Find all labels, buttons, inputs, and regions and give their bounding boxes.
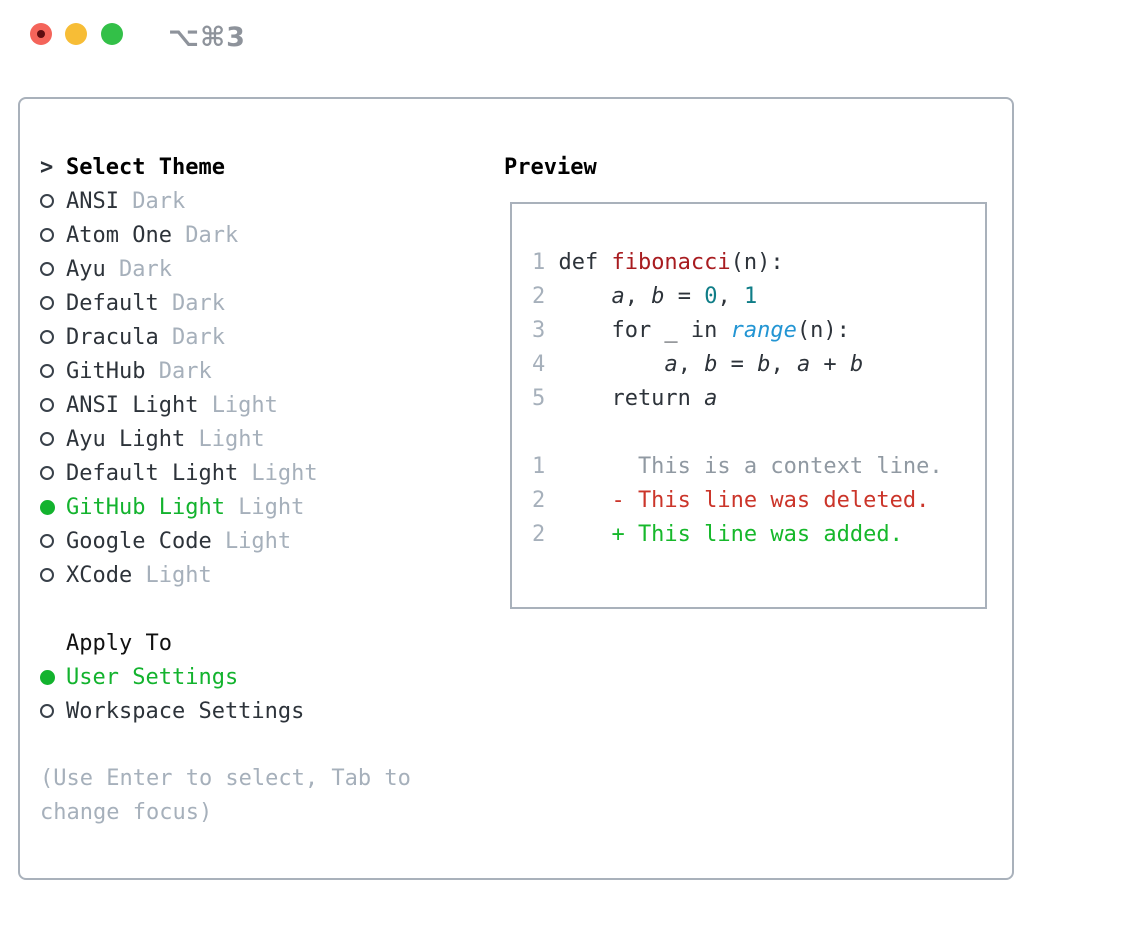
option-label: Workspace Settings	[66, 698, 305, 724]
option-label: GitHub Light	[66, 494, 225, 520]
code-line: 3 for _ in range(n):	[532, 314, 985, 348]
variant-label: Dark	[118, 256, 172, 282]
apply-option-workspace-settings[interactable]: Workspace Settings	[40, 694, 486, 728]
theme-option-github-light[interactable]: GitHub Light Light	[40, 490, 486, 524]
variant-label: Light	[145, 562, 212, 588]
radio-unselected-icon	[40, 194, 54, 208]
line-number: 4	[532, 352, 546, 377]
titlebar: ⌥⌘3	[0, 0, 1140, 75]
option-label: Dracula	[66, 324, 159, 350]
minimize-button[interactable]	[65, 23, 87, 45]
option-label: GitHub	[66, 358, 146, 384]
code-line: 2 + This line was added.	[532, 518, 985, 552]
code-line: 1 This is a context line.	[532, 450, 985, 484]
unsaved-dot-icon	[37, 30, 45, 38]
prompt-caret-icon: >	[40, 154, 54, 180]
close-button[interactable]	[30, 23, 52, 45]
code-line: 2 - This line was deleted.	[532, 484, 985, 518]
variant-label: Dark	[171, 290, 225, 316]
spacer	[40, 728, 486, 762]
radio-unselected-icon	[40, 262, 54, 276]
line-number: 1	[532, 250, 546, 275]
window-title-shortcut: ⌥⌘3	[168, 22, 246, 53]
theme-option-github[interactable]: GitHub Dark	[40, 354, 486, 388]
line-number: 5	[532, 386, 546, 411]
variant-label: Light	[251, 460, 318, 486]
variant-label: Light	[224, 528, 292, 554]
variant-label: Dark	[158, 358, 212, 384]
radio-unselected-icon	[40, 466, 54, 480]
option-label: Ayu	[66, 256, 106, 282]
option-label: Atom One	[66, 222, 172, 248]
theme-option-xcode[interactable]: XCode Light	[40, 558, 486, 592]
radio-unselected-icon	[40, 568, 54, 582]
option-label: Default Light	[66, 460, 239, 486]
variant-label: Dark	[185, 222, 239, 248]
radio-unselected-icon	[40, 296, 54, 310]
hint-text: (Use Enter to select, Tab to change focu…	[40, 766, 411, 825]
theme-option-ansi[interactable]: ANSI Dark	[40, 184, 486, 218]
option-label: ANSI Light	[66, 392, 199, 418]
radio-unselected-icon	[40, 534, 54, 548]
radio-unselected-icon	[40, 330, 54, 344]
select-theme-header: > Select Theme	[40, 150, 486, 184]
variant-label: Light	[198, 426, 265, 452]
line-number: 3	[532, 318, 546, 343]
code-line: 5 return a	[532, 382, 985, 416]
theme-option-atom-one[interactable]: Atom One Dark	[40, 218, 486, 252]
code-blank-line	[532, 416, 985, 450]
theme-option-ayu-light[interactable]: Ayu Light Light	[40, 422, 486, 456]
preview-header: Preview	[504, 155, 597, 180]
option-label: User Settings	[66, 664, 239, 690]
radio-unselected-icon	[40, 398, 54, 412]
variant-label: Light	[238, 494, 305, 520]
radio-selected-icon	[40, 499, 55, 515]
apply-to-header: Apply To	[40, 626, 486, 660]
apply-option-user-settings[interactable]: User Settings	[40, 660, 486, 694]
line-number: 2	[532, 522, 546, 547]
option-label: Google Code	[66, 528, 212, 554]
theme-option-google-code[interactable]: Google Code Light	[40, 524, 486, 558]
code-line: 4 a, b = b, a + b	[532, 348, 985, 382]
radio-selected-icon	[40, 669, 55, 685]
option-label: Ayu Light	[66, 426, 186, 452]
line-number: 2	[532, 284, 546, 309]
radio-unselected-icon	[40, 704, 54, 718]
radio-unselected-icon	[40, 432, 54, 446]
line-number: 1	[532, 454, 546, 479]
variant-label: Dark	[132, 188, 186, 214]
option-label: XCode	[66, 562, 133, 588]
theme-option-default-light[interactable]: Default Light Light	[40, 456, 486, 490]
variant-label: Light	[211, 392, 278, 418]
theme-option-dracula[interactable]: Dracula Dark	[40, 320, 486, 354]
theme-option-ansi-light[interactable]: ANSI Light Light	[40, 388, 486, 422]
option-label: ANSI	[66, 188, 119, 214]
option-label: Default	[66, 290, 159, 316]
theme-option-default[interactable]: Default Dark	[40, 286, 486, 320]
select-theme-title: Select Theme	[66, 154, 225, 180]
code-line: 2 a, b = 0, 1	[532, 280, 985, 314]
apply-to-title: Apply To	[66, 630, 172, 656]
variant-label: Dark	[171, 324, 225, 350]
radio-unselected-icon	[40, 364, 54, 378]
theme-option-ayu[interactable]: Ayu Dark	[40, 252, 486, 286]
line-number: 2	[532, 488, 546, 513]
spacer	[40, 592, 486, 626]
maximize-button[interactable]	[101, 23, 123, 45]
radio-unselected-icon	[40, 228, 54, 242]
